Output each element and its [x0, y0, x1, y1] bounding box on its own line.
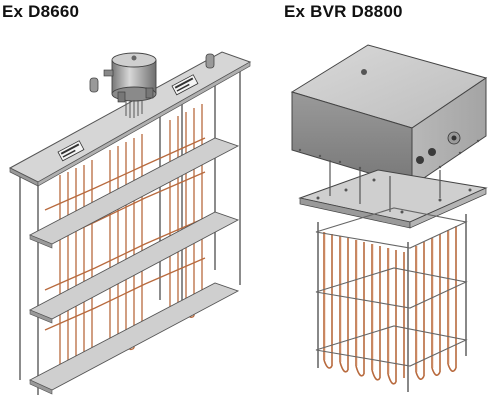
support-grid-upper-bvr [315, 207, 468, 249]
flange-plate-bvr-d8800 [298, 169, 488, 229]
heating-elements-bvr-d8800 [323, 226, 457, 385]
heater-d8660-illustration [8, 51, 252, 395]
heating-elements-d8660 [44, 104, 206, 376]
product-title-bvr-d8800: Ex BVR D8800 [284, 2, 403, 21]
terminal-box-bvr-d8800 [290, 44, 488, 187]
support-grid-lower-bvr [315, 325, 468, 367]
nameplate-right-d8660 [171, 74, 199, 96]
nameplate-left-d8660 [57, 140, 85, 162]
lifting-eye-left [89, 53, 215, 93]
support-grid-middle-bvr [315, 267, 468, 309]
terminal-enclosure-d8660 [103, 52, 157, 118]
product-title-d8660: Ex D8660 [2, 2, 80, 21]
heater-bvr-d8800-illustration [290, 44, 488, 392]
cable-glands-bvr [416, 131, 461, 164]
